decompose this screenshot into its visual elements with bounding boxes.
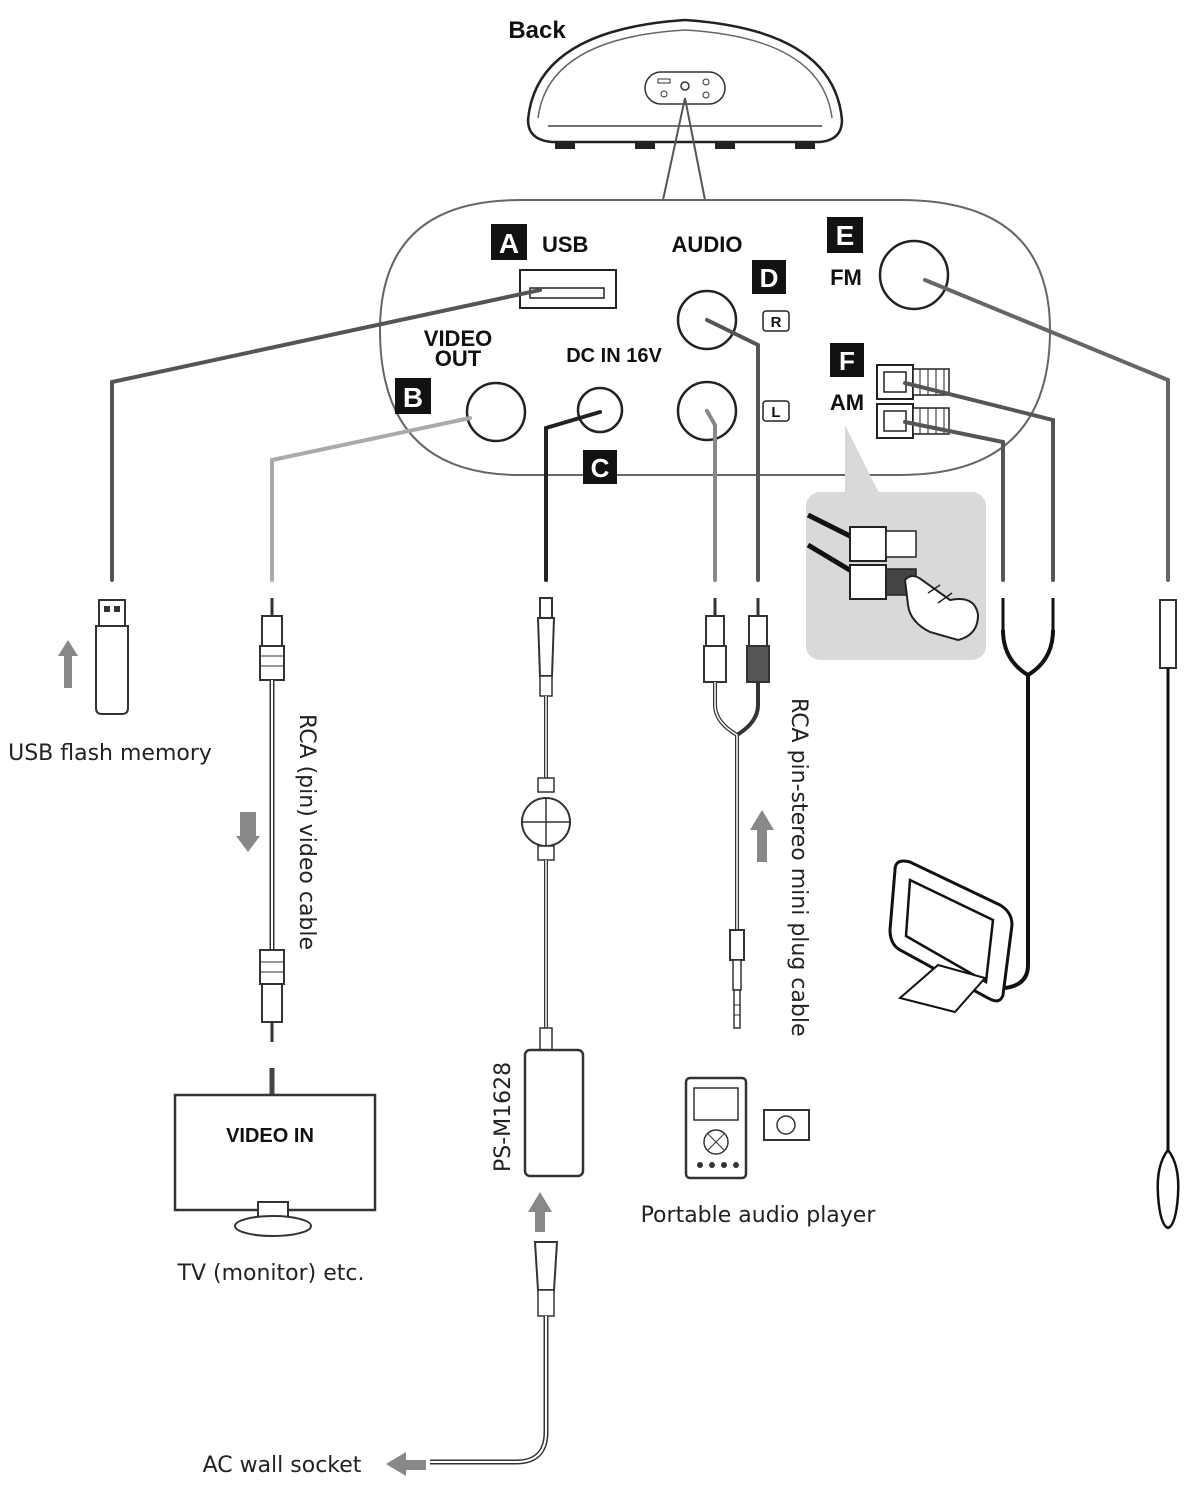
fm-antenna-jack[interactable]: [878, 239, 950, 311]
svg-text:D: D: [760, 263, 779, 293]
arrow-up-icon: [58, 640, 78, 688]
video-out-group: VIDEO OUT B: [395, 326, 527, 443]
audio-cable-caption: RCA pin-stereo mini plug cable: [786, 698, 811, 1037]
usb-flash-memory: USB flash memory: [8, 599, 212, 766]
svg-text:B: B: [403, 382, 423, 413]
badge-b: [395, 378, 431, 414]
svg-text:A: A: [499, 228, 519, 259]
usb-label: USB: [542, 232, 588, 257]
badge-a: [491, 224, 527, 260]
arrow-up-icon: [528, 1192, 552, 1232]
fm-group: E FM: [827, 217, 950, 311]
adapter-model-caption: PS-M1628: [491, 1062, 516, 1172]
wall-socket-caption: AC wall socket: [203, 1453, 362, 1478]
finger-press-icon: [903, 575, 980, 642]
mini-port-panel: [644, 71, 726, 105]
tv-monitor: VIDEO IN TV (monitor) etc.: [173, 1068, 377, 1286]
am-loop-antenna: [888, 598, 1055, 1014]
arrow-up-icon: [750, 810, 774, 862]
fm-label: FM: [830, 265, 862, 290]
audio-player-caption: Portable audio player: [641, 1203, 877, 1228]
svg-text:OUT: OUT: [435, 346, 482, 371]
badge-e: [827, 217, 863, 253]
video-in-label: VIDEO IN: [226, 1125, 314, 1147]
badge-d: [752, 260, 786, 294]
speaker-back: Back: [508, 17, 844, 149]
rca-stereo-cable: RCA pin-stereo mini plug cable: [703, 598, 811, 1037]
video-cable-caption: RCA (pin) video cable: [294, 714, 319, 950]
svg-text:C: C: [591, 453, 610, 483]
rca-video-cable: RCA (pin) video cable: [236, 598, 319, 1042]
dc-in-label: DC IN 16V: [566, 345, 662, 367]
am-label: AM: [830, 390, 864, 415]
usb-memory-caption: USB flash memory: [8, 741, 212, 766]
am-terminal-inset: [806, 425, 986, 660]
back-label: Back: [508, 17, 566, 44]
svg-text:E: E: [836, 220, 855, 251]
badge-f: [830, 343, 864, 377]
arrow-down-icon: [240, 812, 256, 840]
svg-text:R: R: [771, 314, 782, 331]
tv-caption: TV (monitor) etc.: [177, 1261, 365, 1286]
fm-wire-antenna: [1156, 599, 1180, 1230]
badge-c: [583, 450, 617, 484]
svg-text:VIDEO: VIDEO: [424, 326, 492, 351]
arrow-left-icon: [386, 1452, 426, 1476]
ferrite-core: [521, 777, 571, 861]
audio-label: AUDIO: [672, 232, 743, 257]
svg-text:F: F: [839, 346, 855, 376]
portable-audio-player: Portable audio player: [641, 1076, 877, 1228]
cables: [110, 278, 1170, 582]
svg-text:L: L: [771, 404, 780, 421]
usb-port-group: A USB: [491, 224, 617, 309]
video-out-jack[interactable]: [465, 381, 527, 443]
ac-adapter: PS-M1628 AC wall socket: [203, 597, 585, 1478]
